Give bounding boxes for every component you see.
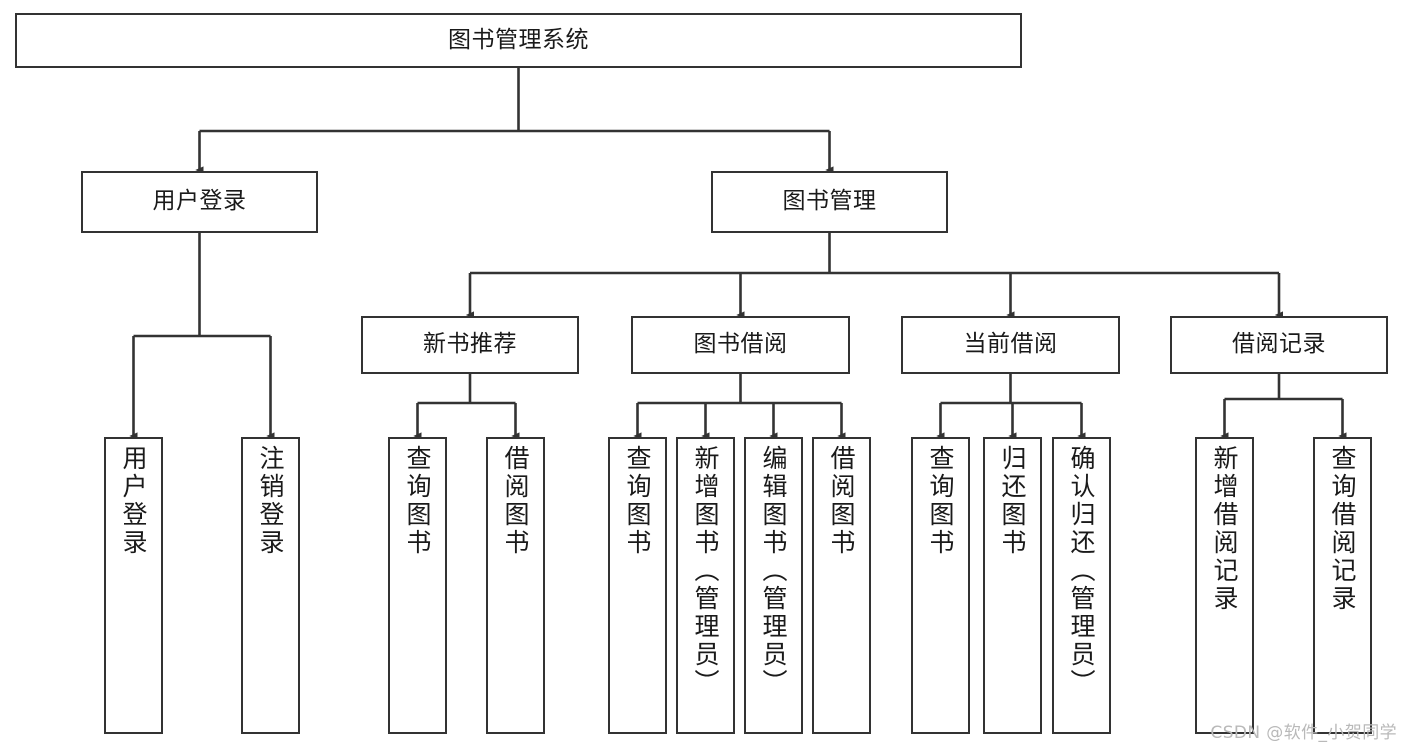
node-label: 新增图书（管理员）	[691, 445, 720, 697]
leaf-records-add-record[interactable]: 新增借阅记录	[1195, 437, 1254, 734]
node-label: 注销登录	[256, 445, 285, 557]
node-label: 图书管理	[782, 188, 877, 215]
leaf-user-logout[interactable]: 注销登录	[241, 437, 300, 734]
node-label: 借阅图书	[501, 445, 530, 557]
node-borrow-records[interactable]: 借阅记录	[1170, 316, 1388, 374]
leaf-borrow-query-book[interactable]: 查询图书	[608, 437, 667, 734]
node-new-book-recommendation[interactable]: 新书推荐	[361, 316, 579, 374]
node-label: 查询图书	[623, 445, 652, 557]
leaf-current-confirm-return-admin[interactable]: 确认归还（管理员）	[1052, 437, 1111, 734]
node-label: 当前借阅	[963, 331, 1058, 358]
leaf-borrow-add-book-admin[interactable]: 新增图书（管理员）	[676, 437, 735, 734]
node-book-management-module[interactable]: 图书管理	[711, 171, 948, 233]
leaf-newbook-query-book[interactable]: 查询图书	[388, 437, 447, 734]
node-label: 查询图书	[403, 445, 432, 557]
node-label: 新增借阅记录	[1210, 445, 1239, 613]
node-label: 归还图书	[998, 445, 1027, 557]
node-label: 图书管理系统	[448, 26, 589, 53]
node-label: 用户登录	[152, 188, 247, 215]
node-label: 新书推荐	[423, 331, 517, 358]
node-label: 用户登录	[119, 445, 148, 557]
node-label: 借阅图书	[827, 445, 856, 557]
leaf-borrow-edit-book-admin[interactable]: 编辑图书（管理员）	[744, 437, 803, 734]
node-label: 借阅记录	[1232, 331, 1326, 358]
leaf-user-login[interactable]: 用户登录	[104, 437, 163, 734]
node-label: 确认归还（管理员）	[1067, 445, 1096, 697]
node-current-borrowing[interactable]: 当前借阅	[901, 316, 1120, 374]
node-user-login-module[interactable]: 用户登录	[81, 171, 318, 233]
edges	[129, 68, 1347, 440]
leaf-borrow-borrow-book[interactable]: 借阅图书	[812, 437, 871, 734]
leaf-current-query-book[interactable]: 查询图书	[911, 437, 970, 734]
leaf-records-query-record[interactable]: 查询借阅记录	[1313, 437, 1372, 734]
leaf-newbook-borrow-book[interactable]: 借阅图书	[486, 437, 545, 734]
node-label: 查询图书	[926, 445, 955, 557]
leaf-current-return-book[interactable]: 归还图书	[983, 437, 1042, 734]
node-label: 图书借阅	[693, 331, 788, 358]
node-book-borrowing[interactable]: 图书借阅	[631, 316, 850, 374]
node-label: 查询借阅记录	[1328, 445, 1357, 613]
node-root[interactable]: 图书管理系统	[15, 13, 1022, 68]
node-label: 编辑图书（管理员）	[759, 445, 788, 697]
